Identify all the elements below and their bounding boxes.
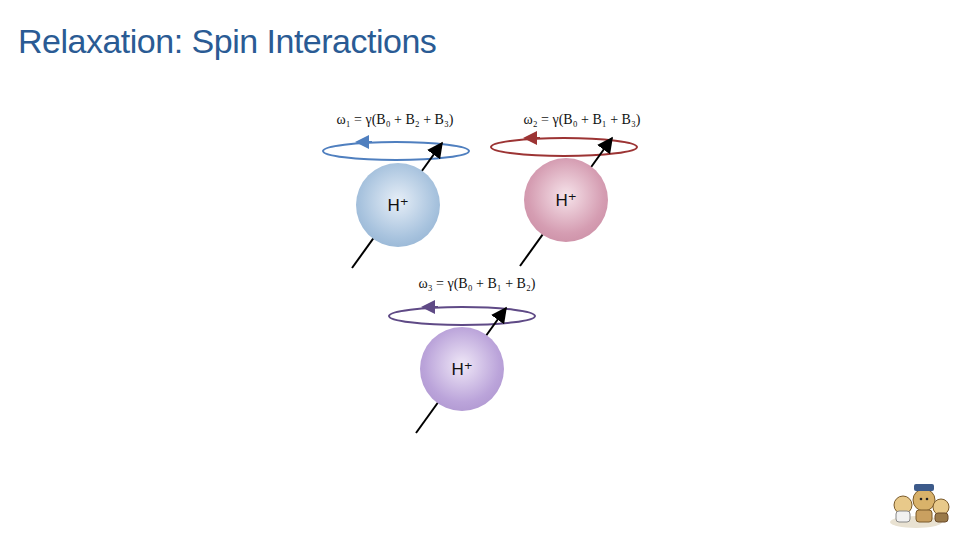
proton-sphere: H⁺ [420,327,504,411]
spin-axis [416,308,506,433]
slide-title: Relaxation: Spin Interactions [18,22,436,61]
proton-sphere: H⁺ [524,158,608,242]
mascot-icon [890,484,949,528]
proton-sphere: H⁺ [356,163,440,247]
frequency-formula: ω₃ = γ(B₀ + B₁ + B₂) [419,276,536,292]
precession-ring [389,307,535,325]
ring-arrow [362,141,372,143]
frequency-formula: ω₂ = γ(B₀ + B₁ + B₃) [524,112,641,128]
precession-ring [491,138,637,156]
proton-label: H⁺ [451,359,472,380]
spin-axis [520,138,612,266]
ring-arrow [428,306,438,308]
precession-ring [323,142,469,160]
proton-label: H⁺ [387,195,408,216]
proton-label: H⁺ [555,190,576,211]
ring-arrow [530,137,540,139]
spin-axis [352,143,442,268]
frequency-formula: ω₁ = γ(B₀ + B₂ + B₃) [337,112,454,128]
